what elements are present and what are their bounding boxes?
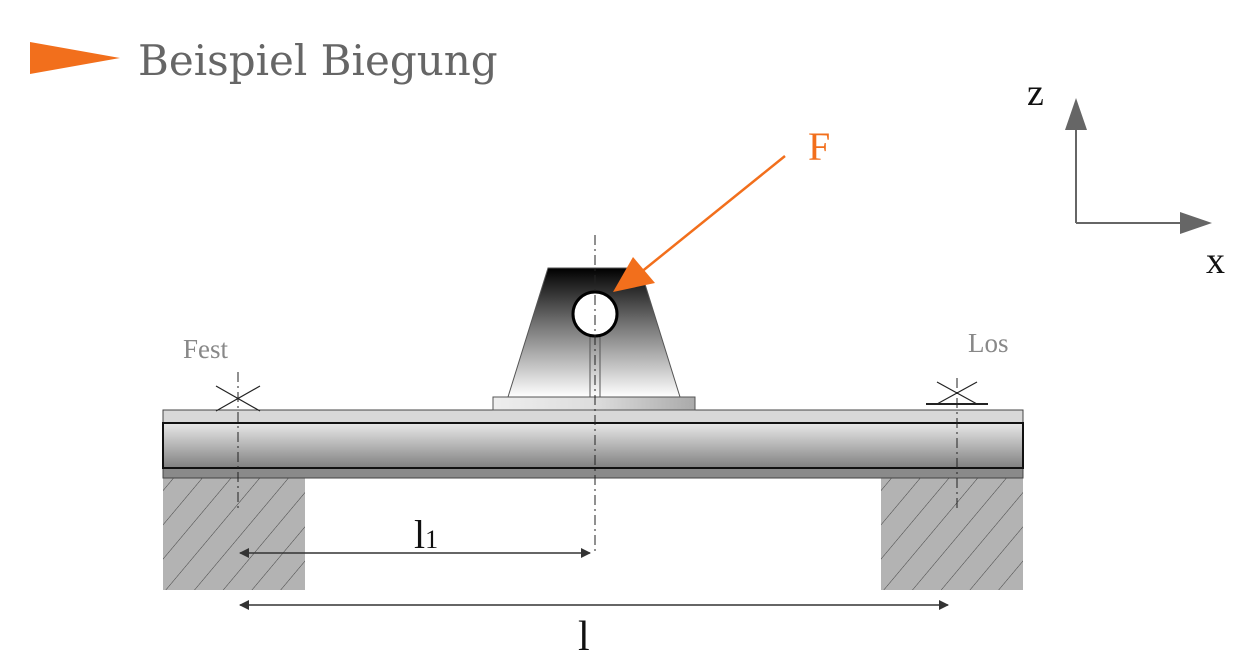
beam [162, 409, 1024, 479]
page-title: Beispiel Biegung [138, 36, 498, 85]
z-arrow-icon [1065, 98, 1087, 130]
force-arrow-icon [613, 257, 655, 292]
l1-dimension-label: l1 [414, 512, 438, 557]
force-label: F [808, 124, 830, 169]
floating-bearing-symbol [926, 381, 988, 405]
centerlines [237, 235, 958, 555]
x-axis-label: x [1206, 240, 1225, 282]
floating-support-ground [881, 478, 1023, 590]
load-bracket [492, 267, 696, 411]
fixed-bearing-symbol [215, 385, 261, 412]
fixed-support-ground [163, 478, 305, 590]
z-axis-label: z [1027, 72, 1044, 114]
fixed-support-label: Fest [183, 334, 229, 364]
x-arrow-icon [1180, 212, 1212, 234]
coordinate-axes: z x [1027, 72, 1225, 282]
floating-support-label: Los [968, 328, 1009, 358]
l-dimension-label: l [578, 614, 590, 660]
title-arrow-icon [30, 42, 120, 74]
